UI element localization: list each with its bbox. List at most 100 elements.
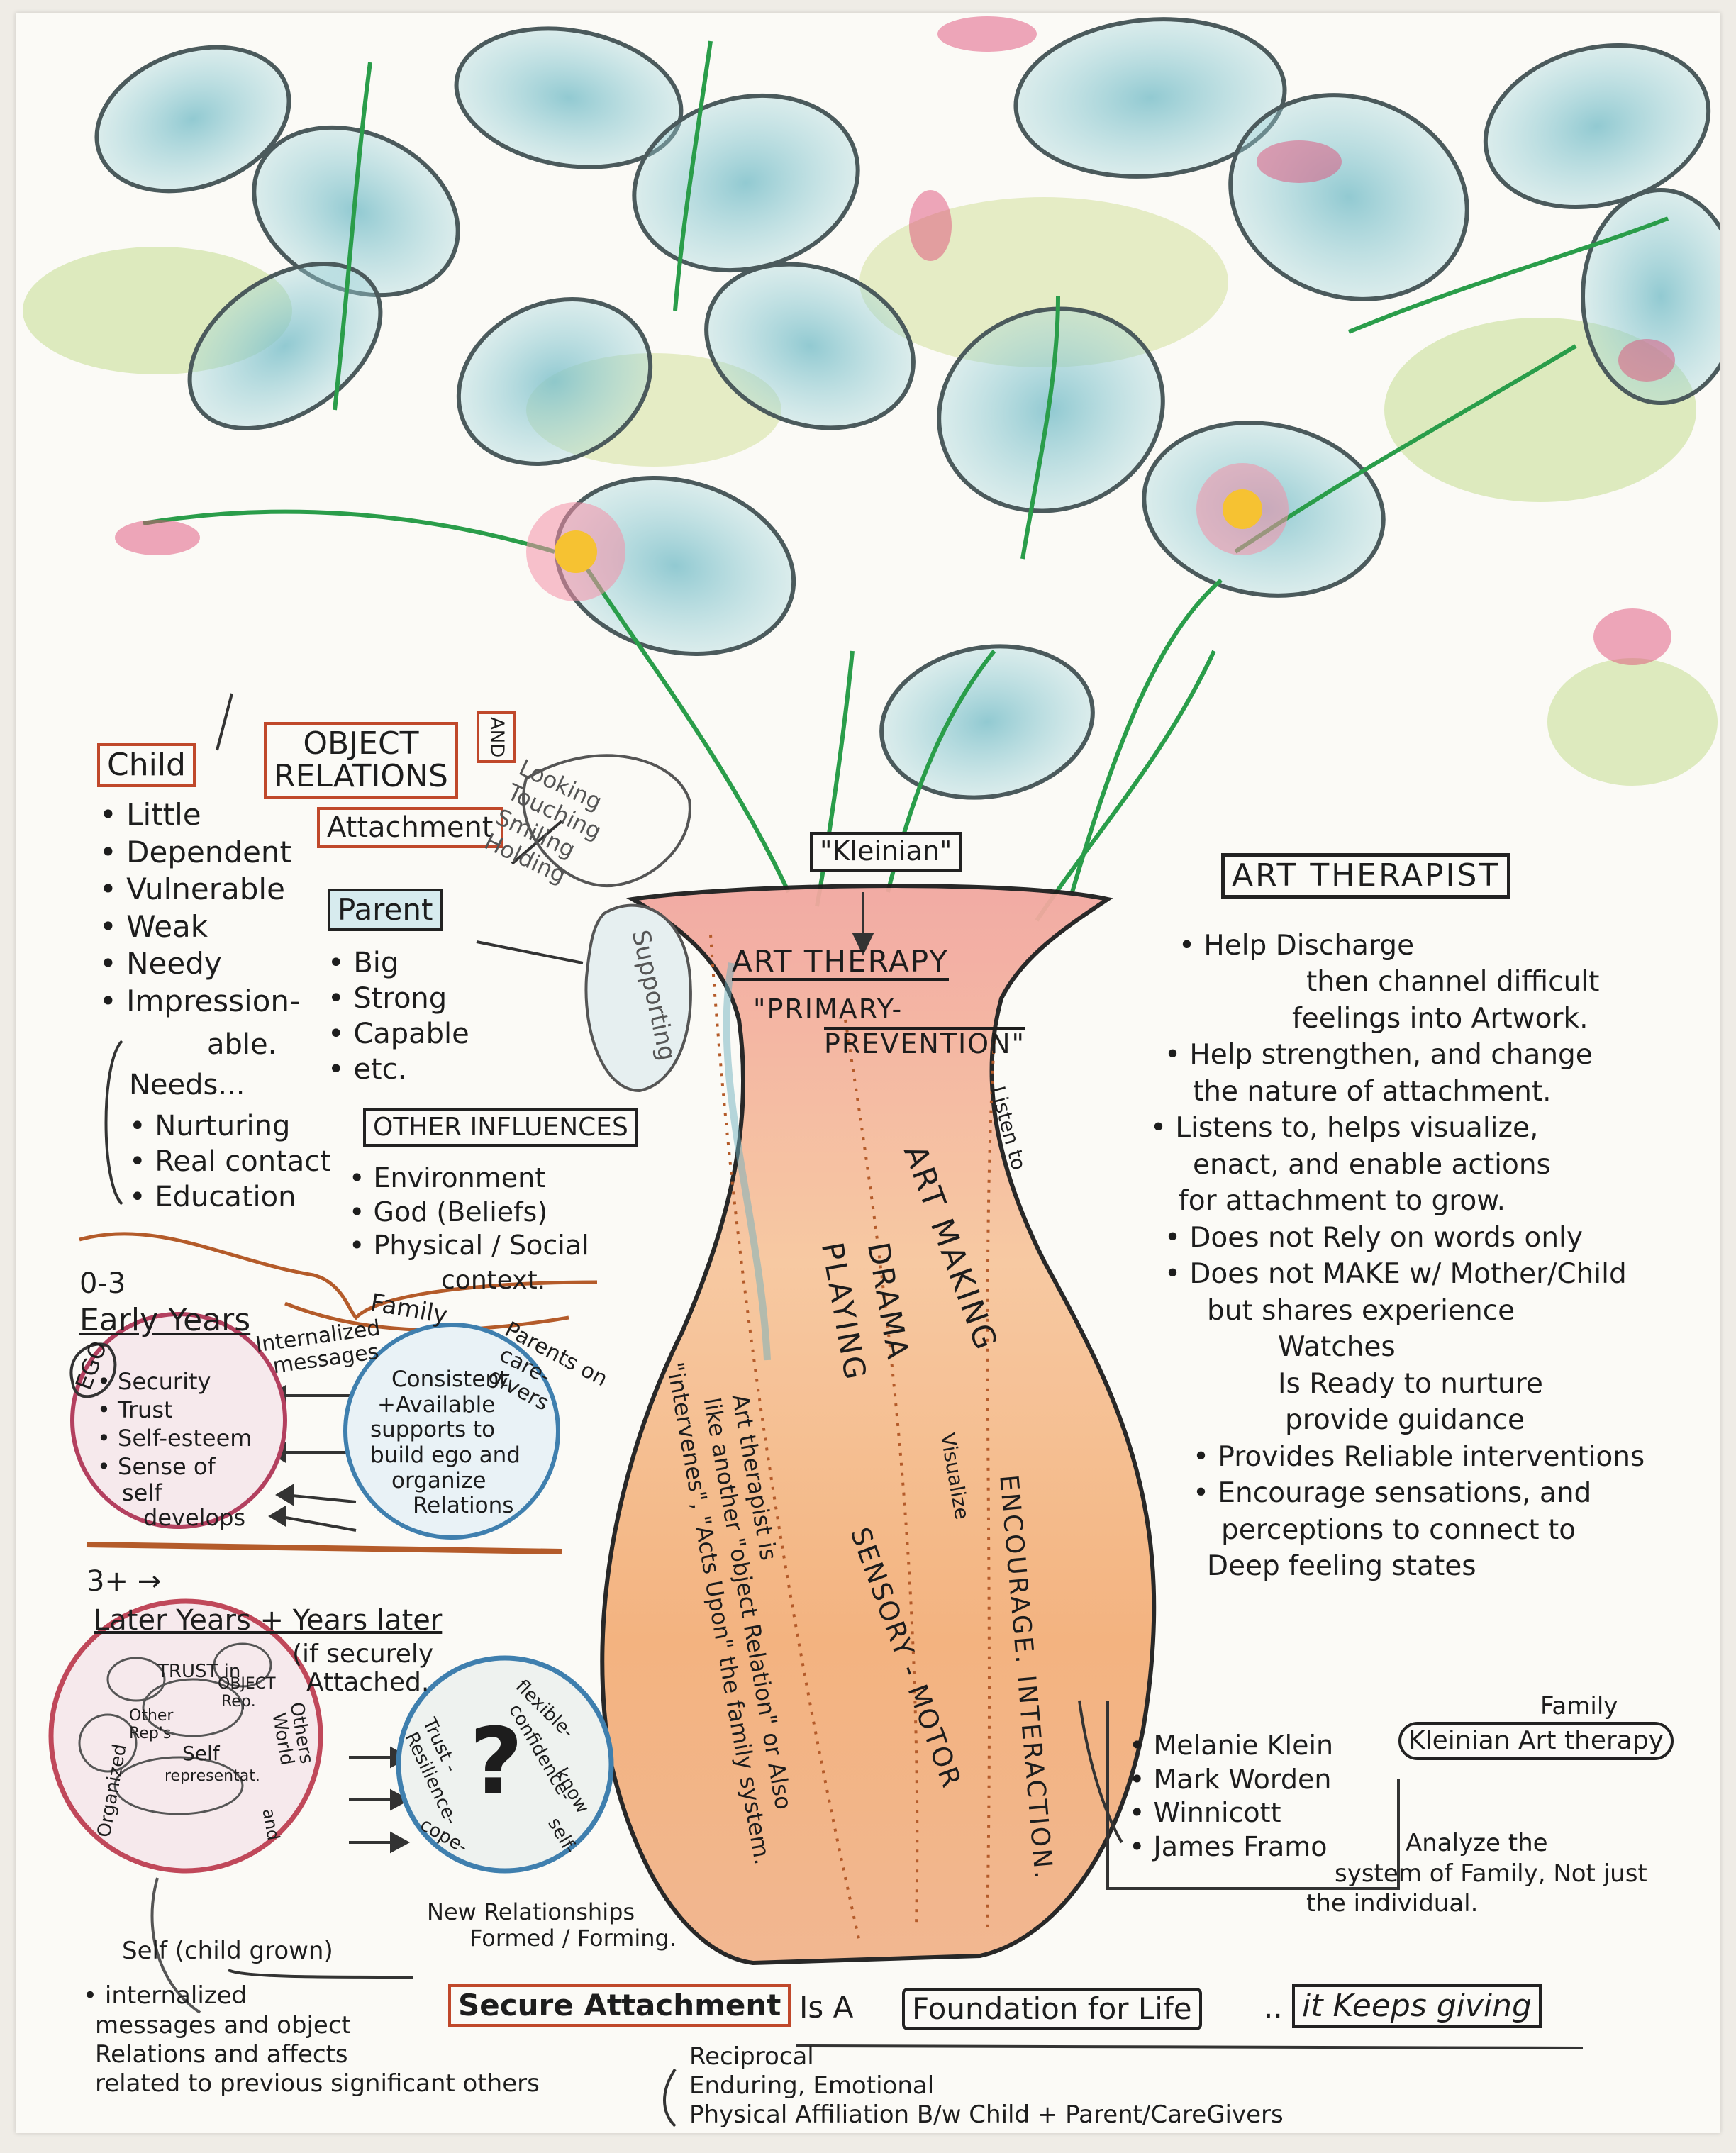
consistent-line: supports to [370,1417,496,1443]
question-mark-icon: ? [469,1708,523,1815]
is-a: Is A [799,1990,854,2025]
at-item-line: the nature of attachment. [1193,1075,1552,1108]
need-item: Education [129,1179,331,1215]
at-item: • Listens to, helps visualize, [1150,1112,1539,1145]
framo-note: Analyze the system of Family, Not just t… [1306,1828,1647,1919]
theorist: Melanie Klein [1129,1729,1334,1763]
theorist: Winnicott [1129,1796,1333,1830]
child-trait-cont: able. [207,1028,277,1061]
trust-in: TRUST in [157,1661,241,1682]
secure-line: Attached. [306,1667,430,1697]
foundation-for-life: Foundation for Life [902,1988,1202,2031]
secure-line: (if securely [292,1640,434,1669]
child-trait: Vulnerable [99,871,300,908]
self-bubbles [78,1642,272,1815]
consistent-line: Relations [413,1493,514,1519]
framo-line: Analyze the [1406,1829,1548,1857]
definition-line: Reciprocal [689,2042,814,2071]
later-age: 3+ → [87,1566,161,1597]
care-bubble [522,754,691,888]
influence-item: Environment [349,1162,589,1196]
new-rel-line: Formed / Forming. [469,1924,677,1952]
theorist: James Framo [1129,1830,1333,1864]
definition-line: Physical Affiliation B/w Child + Parent/… [689,2100,1284,2129]
object-label: OBJECT [218,1675,276,1693]
parent-traits: Big Strong Capable etc. [328,945,469,1087]
paper-sheet: Child Little Dependent Vulnerable Weak N… [16,13,1720,2133]
later-arrow: → [137,1565,162,1598]
other-influences-list: Environment God (Beliefs) Physical / Soc… [349,1162,589,1263]
ego-item: Sense of [97,1452,252,1481]
at-item-line: enact, and enable actions [1193,1148,1551,1181]
internalized-line: Relations and affects [95,2040,348,2069]
question-circle [396,1655,614,1874]
ellipsis: .. [1264,1990,1283,2025]
art-therapist-list: • Help Discharge then channel difficult … [1150,928,1645,1584]
need-item: Nurturing [129,1108,331,1144]
other-influences-title: OTHER INFLUENCES [363,1108,638,1147]
at-item: • Encourage sensations, and [1193,1477,1592,1510]
at-item-line: then channel difficult [1306,966,1600,998]
and-label: AND [477,711,516,764]
consistent-circle [343,1323,560,1540]
ego-item: Self-esteem [97,1424,252,1452]
influence-item: God (Beliefs) [349,1196,589,1230]
at-item-line: Watches [1278,1331,1396,1364]
internalized-cont: messages and object Relations and affect… [95,2011,540,2098]
consistent-line: Consistent [391,1367,508,1392]
child-trait: Little [99,796,300,834]
at-item-line: perceptions to connect to [1221,1513,1576,1546]
parent-trait: Big [328,945,469,981]
parent-trait: etc. [328,1052,469,1087]
new-relationships: New Relationships Formed / Forming. [427,1899,677,1952]
art-therapy-heading: ART THERAPY [732,945,949,981]
at-item-line: provide guidance [1285,1404,1525,1437]
ego-item: Trust [97,1396,252,1424]
internalized-list: internalized [83,1981,247,2011]
at-item: • Provides Reliable interventions [1193,1440,1645,1473]
theorist: Mark Worden [1129,1763,1333,1797]
at-item-line: Deep feeling states [1207,1550,1476,1582]
keeps-giving: it Keeps giving [1292,1984,1542,2029]
primary-line1: "PRIMARY- [753,994,903,1025]
ego-item-develops: develops [143,1504,246,1531]
illustration [23,16,1720,2127]
kleinian-tag: "Kleinian" [810,832,962,872]
self-child-grown: Self (child grown) [122,1937,333,1965]
consistent-line: build ego and [370,1442,521,1468]
object-relations-line1: OBJECT [303,725,419,762]
representation-label: representat. [165,1767,260,1785]
internalized-line: messages and object [95,2011,351,2040]
supporting-bubble [584,903,692,1093]
early-age: 0-3 [79,1267,126,1300]
object-relations-title: OBJECT RELATIONS [264,722,458,799]
internalized-text: internalized [104,1981,247,2010]
attachment-label: Attachment [317,807,503,848]
consistent-line: +Available [377,1391,496,1418]
child-trait: Needy [99,945,300,983]
object-relations-line2: RELATIONS [274,758,448,795]
need-item: Real contact [129,1144,331,1179]
ego-bubble [69,1342,117,1398]
at-item: • Help Discharge [1179,930,1415,962]
internalized-item: internalized [83,1981,247,2011]
reps-label: Rep's [129,1725,172,1742]
self-label-inner: Self [182,1742,220,1765]
family-label: Family [1540,1692,1618,1720]
primary-line2: PREVENTION" [824,1027,1025,1059]
ego-item-self: self [122,1479,162,1506]
daisy [526,463,1289,601]
at-item-line: for attachment to grow. [1179,1185,1506,1218]
art-therapist-title: ART THERAPIST [1221,853,1511,899]
at-item: • Does not MAKE w/ Mother/Child [1164,1258,1627,1291]
parent-trait: Strong [328,981,469,1016]
at-item: • Does not Rely on words only [1164,1221,1583,1254]
new-rel-line: New Relationships [427,1898,635,1925]
kleinian-art-therapy: Kleinian Art therapy [1398,1722,1674,1760]
rep-label: Rep. [221,1693,256,1710]
ego-items: Security Trust Self-esteem Sense of [97,1367,252,1481]
internalized-line: related to previous significant others [95,2069,540,2098]
theorists-list: Melanie Klein Mark Worden Winnicott Jame… [1129,1729,1334,1864]
at-item: • Help strengthen, and change [1164,1039,1593,1072]
influence-item: Physical / Social [349,1229,589,1263]
